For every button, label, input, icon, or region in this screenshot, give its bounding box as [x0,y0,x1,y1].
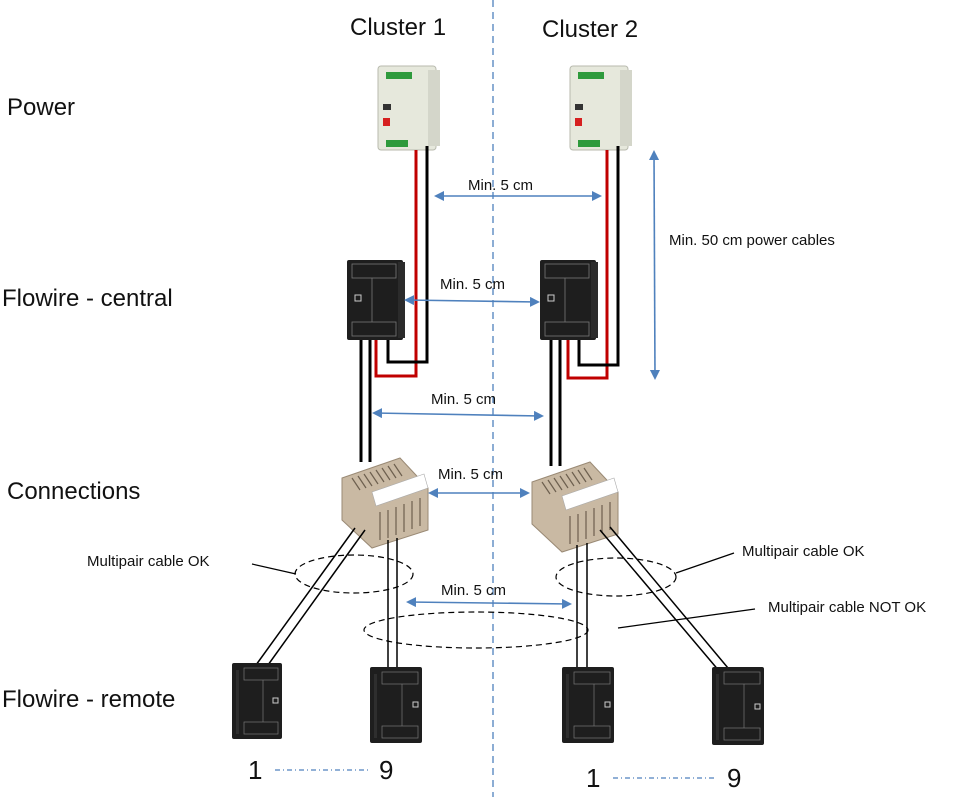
multipair-cables-cluster-1 [255,527,398,668]
row-label-connections: Connections [7,478,141,505]
multipair-cables-cluster-2 [576,526,729,673]
terminal-block-cluster-2 [531,461,619,553]
terminal-block-cluster-1 [341,457,429,549]
cluster-2-heading: Cluster 2 [542,16,639,43]
flowire-remote-cluster-2-unit-9 [712,667,764,745]
bus-cables-cluster-1 [359,340,372,462]
cable-group-ellipse-right-ok [555,557,677,597]
leader-left-ok [251,563,297,575]
remote-range-end-cluster-1: 9 [379,755,394,785]
cluster-1-heading: Cluster 1 [350,14,447,41]
leader-right-ok [675,552,735,574]
flowire-remote-cluster-1-unit-1 [232,663,282,739]
flowire-central-cluster-2 [540,260,598,340]
note-right-multipair-ok: Multipair cable OK [742,543,865,560]
bus-cables-cluster-2 [549,340,562,466]
power-supply-cluster-1 [377,65,440,151]
dimension-label-power-cable-length: Min. 50 cm power cables [669,232,835,249]
dimension-arrow-cable-gap [406,597,572,609]
dimension-label-connections-gap: Min. 5 cm [438,466,504,483]
row-label-flowire-central: Flowire - central [2,285,173,312]
remote-range-start-cluster-2: 1 [586,763,601,793]
flowire-central-cluster-1 [347,260,405,340]
dimension-label-central-gap: Min. 5 cm [440,276,506,293]
note-multipair-not-ok: Multipair cable NOT OK [768,599,927,616]
flowire-remote-cluster-1-unit-9 [370,667,422,743]
power-cables-cluster-1 [374,146,429,378]
leader-not-ok [617,608,756,629]
remote-range-start-cluster-1: 1 [248,755,263,785]
cable-group-ellipse-not-ok [363,611,589,649]
row-label-power: Power [7,94,76,121]
remote-range-end-cluster-2: 9 [727,763,742,793]
dimension-arrow-central-gap [404,295,540,307]
dimension-arrow-power-cable-length [649,150,660,380]
note-left-multipair-ok: Multipair cable OK [87,553,210,570]
power-supply-cluster-2 [569,65,632,151]
row-label-flowire-remote: Flowire - remote [2,686,176,713]
dimension-label-power-gap: Min. 5 cm [468,177,534,194]
power-cables-cluster-2 [566,146,620,380]
dimension-label-cable-gap: Min. 5 cm [441,582,507,599]
dimension-arrow-below-central-gap [372,408,544,421]
dimension-label-below-central-gap: Min. 5 cm [431,391,497,408]
flowire-remote-cluster-2-unit-1 [562,667,614,743]
